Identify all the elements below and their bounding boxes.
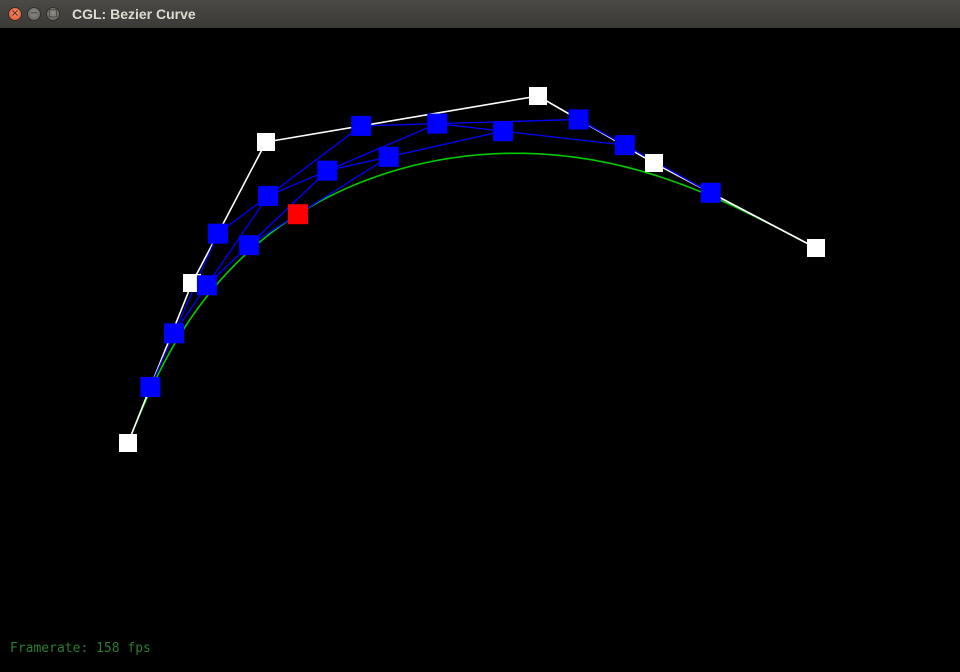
intermediate-point	[351, 115, 372, 136]
intermediate-point	[239, 235, 260, 256]
intermediate-segment	[206, 170, 328, 286]
intermediate-point	[378, 146, 399, 167]
intermediate-point	[196, 275, 217, 296]
minimize-icon: −	[29, 8, 39, 19]
close-window-button[interactable]: ×	[8, 7, 22, 21]
control-point[interactable]	[119, 434, 137, 452]
control-polygon-segment	[265, 95, 539, 143]
window-title: CGL: Bezier Curve	[72, 6, 196, 22]
intermediate-point	[492, 121, 513, 142]
render-canvas[interactable]	[0, 28, 960, 668]
framerate-readout: Framerate: 158 fps	[10, 641, 151, 656]
bezier-scene[interactable]	[0, 28, 960, 668]
intermediate-point	[700, 182, 721, 203]
intermediate-segment	[578, 118, 712, 194]
intermediate-point	[140, 377, 161, 397]
control-polygon-segment	[127, 282, 193, 444]
intermediate-segment	[327, 130, 504, 172]
control-polygon-segment	[653, 162, 817, 249]
minimize-window-button[interactable]: −	[27, 7, 41, 21]
intermediate-segment	[149, 233, 219, 388]
bezier-curve	[127, 152, 817, 444]
intermediate-point	[427, 113, 448, 134]
intermediate-point	[207, 223, 228, 244]
control-point[interactable]	[645, 154, 663, 172]
maximize-window-button[interactable]: □	[46, 7, 60, 21]
intermediate-point	[614, 135, 635, 156]
intermediate-point	[164, 323, 185, 344]
close-icon: ×	[10, 8, 20, 19]
maximize-icon: □	[48, 8, 58, 19]
intermediate-segment	[248, 156, 390, 246]
window-titlebar: × − □ CGL: Bezier Curve	[0, 0, 960, 29]
control-point[interactable]	[529, 87, 547, 105]
intermediate-segment	[437, 122, 625, 146]
intermediate-segment	[217, 125, 362, 235]
intermediate-segment	[173, 195, 269, 334]
control-point[interactable]	[183, 274, 201, 292]
intermediate-segment	[361, 118, 579, 127]
evaluated-point	[287, 204, 308, 225]
control-polygon-segment	[191, 141, 267, 284]
intermediate-point	[258, 185, 279, 206]
intermediate-point	[568, 109, 589, 130]
intermediate-point	[317, 160, 338, 181]
control-point[interactable]	[807, 239, 825, 257]
intermediate-segment	[267, 123, 438, 197]
control-point[interactable]	[257, 133, 275, 151]
